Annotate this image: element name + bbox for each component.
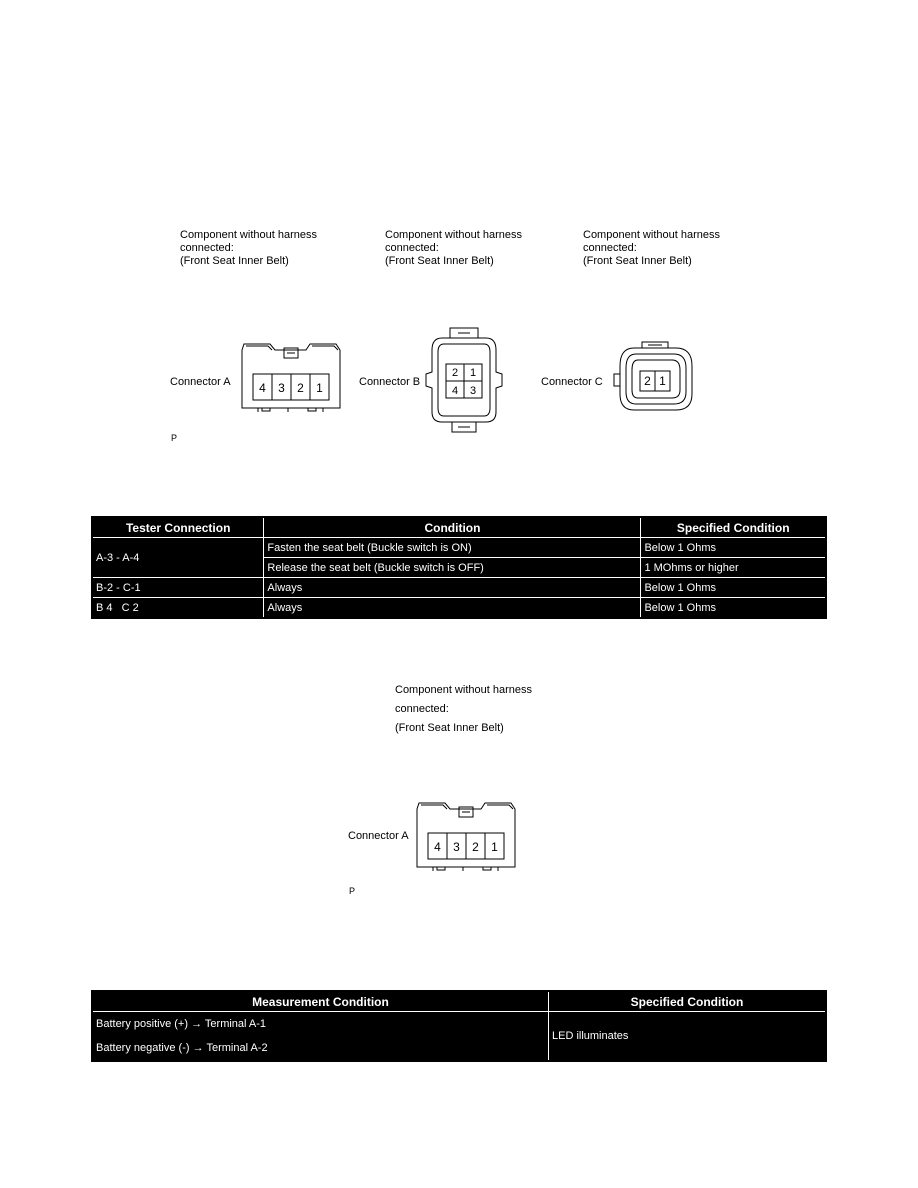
pin-2: 2 [297, 381, 304, 395]
cell-specified: Below 1 Ohms [640, 597, 827, 619]
table-header-row: Measurement Condition Specified Conditio… [91, 990, 827, 1012]
connector-a-diagram: 4 3 2 1 [241, 343, 341, 412]
cell-connection: B-2 - C-1 [91, 577, 265, 598]
cell-connection: B 4 C 2 [91, 597, 265, 619]
connector-b-caption: Component without harness connected: (Fr… [385, 229, 522, 267]
cell-specified: 1 MOhms or higher [640, 557, 827, 578]
header-measurement-condition: Measurement Condition [91, 990, 549, 1012]
figure2-p-mark: P [349, 886, 356, 896]
continuity-table: Tester Connection Condition Specified Co… [91, 516, 827, 619]
connector-a-label: Connector A [170, 376, 231, 388]
measurement-line-positive: Battery positive (+) → Terminal A-1 [96, 1018, 267, 1030]
cell-specified: Below 1 Ohms [640, 577, 827, 598]
table-header-row: Tester Connection Condition Specified Co… [91, 516, 827, 538]
figure2-connector-a-label: Connector A [348, 830, 409, 842]
connector-a-caption: Component without harness connected: (Fr… [180, 229, 317, 267]
table-row: B-2 - C-1 Always Below 1 Ohms [91, 577, 827, 598]
svg-text:4: 4 [452, 385, 458, 397]
connector-b-diagram: 2 1 4 3 [425, 327, 503, 433]
header-specified-condition: Specified Condition [547, 990, 827, 1012]
svg-text:2: 2 [452, 367, 458, 379]
cell-connection: A-3 - A-4 [91, 537, 265, 578]
header-condition: Condition [263, 516, 642, 538]
table-row: B 4 C 2 Always Below 1 Ohms [91, 597, 827, 619]
svg-text:1: 1 [491, 840, 498, 854]
cell-specified: Below 1 Ohms [640, 537, 827, 558]
svg-text:2: 2 [472, 840, 479, 854]
connector-c-label: Connector C [541, 376, 603, 388]
svg-text:3: 3 [453, 840, 460, 854]
table-row: Release the seat belt (Buckle switch is … [92, 557, 827, 578]
cell-condition: Always [263, 597, 642, 619]
cell-condition: Always [263, 577, 642, 598]
svg-text:1: 1 [659, 374, 666, 388]
table-row: A-3 - A-4 Fasten the seat belt (Buckle s… [91, 537, 827, 578]
svg-text:2: 2 [644, 374, 651, 388]
led-test-table: Measurement Condition Specified Conditio… [91, 990, 827, 1062]
pin-1: 1 [316, 381, 323, 395]
svg-text:4: 4 [434, 840, 441, 854]
figure2-caption: Component without harness connected: (Fr… [395, 684, 532, 734]
connector-b-label: Connector B [359, 376, 421, 388]
table-row: Battery positive (+) → Terminal A-1 Batt… [91, 1011, 827, 1062]
pin-3: 3 [278, 381, 285, 395]
measurement-line-negative: Battery negative (-) → Terminal A-2 [96, 1042, 268, 1054]
svg-text:3: 3 [470, 385, 476, 397]
cell-measurement: Battery positive (+) → Terminal A-1 Batt… [91, 1011, 549, 1062]
connector-c-caption: Component without harness connected: (Fr… [583, 229, 720, 267]
p-mark: P [171, 433, 178, 443]
header-tester-connection: Tester Connection [91, 516, 265, 538]
svg-text:1: 1 [470, 367, 476, 379]
cell-condition: Release the seat belt (Buckle switch is … [263, 557, 642, 578]
connector-c-diagram: 2 1 [613, 341, 693, 411]
cell-specified: LED illuminates [547, 1011, 827, 1062]
figure2-connector-a-diagram: 4 3 2 1 [416, 802, 516, 871]
cell-condition: Fasten the seat belt (Buckle switch is O… [263, 537, 642, 558]
pin-4: 4 [259, 381, 266, 395]
header-specified-condition: Specified Condition [640, 516, 827, 538]
